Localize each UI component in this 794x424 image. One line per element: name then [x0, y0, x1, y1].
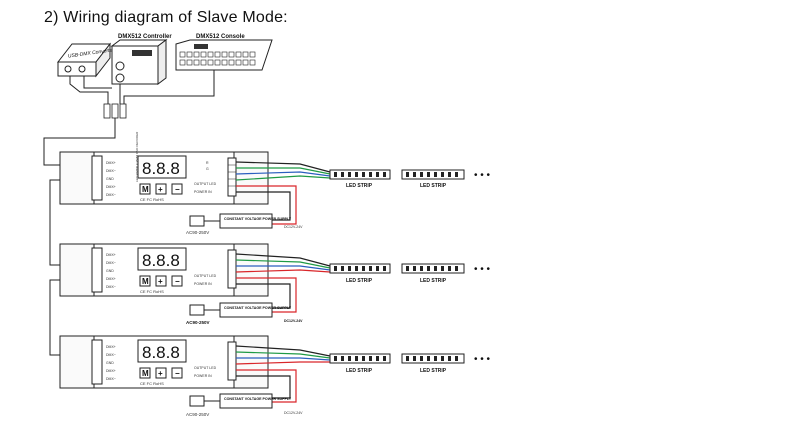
- svg-text:AC90-250V: AC90-250V: [186, 412, 209, 417]
- svg-text:LED STRIP: LED STRIP: [420, 368, 447, 374]
- svg-text:OUTPUT LED: OUTPUT LED: [194, 366, 217, 370]
- svg-text:DMX+: DMX+: [106, 253, 116, 257]
- svg-text:CE FC RoHS: CE FC RoHS: [140, 381, 164, 386]
- decoder-display: 8.8.8: [142, 159, 180, 178]
- svg-text:• • •: • • •: [474, 264, 491, 275]
- console-label: DMX512 Console: [196, 34, 245, 40]
- svg-text:GND: GND: [106, 177, 114, 181]
- svg-text:DMX+: DMX+: [106, 161, 116, 165]
- led-wires-2: [235, 253, 331, 313]
- svg-text:DMX−: DMX−: [106, 261, 116, 265]
- decoder-unit-1: DMX+ DMX− GND DMX+ DMX− LED RGBW & PWM D…: [59, 131, 269, 205]
- svg-text:−: −: [175, 185, 180, 194]
- svg-text:DMX+: DMX+: [106, 369, 116, 373]
- svg-text:DMX−: DMX−: [106, 377, 116, 381]
- led-wires-3: [235, 345, 331, 403]
- ac-plug-3: [189, 395, 205, 407]
- svg-text:DMX+: DMX+: [106, 185, 116, 189]
- svg-text:CE FC RoHS: CE FC RoHS: [140, 197, 164, 202]
- svg-text:G: G: [206, 167, 209, 171]
- plus-button[interactable]: [155, 275, 167, 287]
- svg-text:GND: GND: [106, 361, 114, 365]
- decoder-unit-2: DMX+ DMX− GND DMX+ DMX− 8.8.8 M + − CE F…: [59, 243, 269, 297]
- led-strip-2b: LED STRIP • • •: [401, 263, 491, 284]
- svg-text:LED RGBW & PWM DMX DECODER: LED RGBW & PWM DMX DECODER: [135, 131, 139, 182]
- led-strip-2a: LED STRIP: [329, 263, 391, 284]
- minus-button[interactable]: [171, 183, 183, 195]
- svg-text:DMX+: DMX+: [106, 345, 116, 349]
- svg-text:−: −: [175, 369, 180, 378]
- svg-text:DC12V-24V: DC12V-24V: [284, 225, 303, 229]
- controller-label: DMX512 Controller: [118, 34, 172, 40]
- led-strip-3a: LED STRIP: [329, 353, 391, 374]
- decoder-display: 8.8.8: [142, 251, 180, 270]
- power-supply-2: CONSTANT VOLTAGE POWER SUPPLY AC90-250V …: [186, 302, 303, 325]
- svg-text:LED STRIP: LED STRIP: [346, 278, 373, 284]
- mode-button[interactable]: [139, 183, 151, 195]
- mode-button[interactable]: [139, 275, 151, 287]
- svg-text:CONSTANT VOLTAGE POWER SUPPLY: CONSTANT VOLTAGE POWER SUPPLY: [224, 217, 292, 221]
- xlr-plugs: [103, 103, 127, 119]
- diagram-title: 2) Wiring diagram of Slave Mode:: [44, 9, 288, 26]
- svg-text:POWER IN: POWER IN: [194, 282, 212, 286]
- svg-text:LED STRIP: LED STRIP: [346, 183, 373, 189]
- svg-text:GND: GND: [106, 269, 114, 273]
- svg-text:−: −: [175, 277, 180, 286]
- ac-plug-2: [189, 304, 205, 316]
- plus-button[interactable]: [155, 367, 167, 379]
- svg-text:POWER IN: POWER IN: [194, 190, 212, 194]
- svg-text:CONSTANT VOLTAGE POWER SUPPLY: CONSTANT VOLTAGE POWER SUPPLY: [224, 306, 292, 310]
- svg-text:• • •: • • •: [474, 354, 491, 365]
- svg-text:LED STRIP: LED STRIP: [420, 183, 447, 189]
- minus-button[interactable]: [171, 275, 183, 287]
- svg-text:POWER IN: POWER IN: [194, 374, 212, 378]
- svg-text:LED STRIP: LED STRIP: [420, 278, 447, 284]
- svg-text:AC90-250V: AC90-250V: [186, 320, 210, 325]
- usb-dmx-converter: USB-DMX Converter: [56, 42, 115, 78]
- led-strip-3b: LED STRIP • • •: [401, 353, 491, 374]
- mode-button[interactable]: [139, 367, 151, 379]
- svg-text:CE FC RoHS: CE FC RoHS: [140, 289, 164, 294]
- svg-text:DC12V-24V: DC12V-24V: [284, 319, 303, 323]
- svg-text:+: +: [158, 185, 163, 194]
- minus-button[interactable]: [171, 367, 183, 379]
- svg-text:OUTPUT LED: OUTPUT LED: [194, 182, 217, 186]
- decoder-display: 8.8.8: [142, 343, 180, 362]
- plus-button[interactable]: [155, 183, 167, 195]
- svg-text:DMX−: DMX−: [106, 353, 116, 357]
- svg-text:M: M: [142, 369, 149, 378]
- svg-text:R: R: [206, 161, 209, 165]
- led-strip-1a: LED STRIP: [329, 169, 391, 189]
- decoder-unit-3: DMX+ DMX− GND DMX+ DMX− 8.8.8 M + − CE F…: [59, 335, 269, 389]
- svg-text:+: +: [158, 369, 163, 378]
- svg-text:DMX−: DMX−: [106, 193, 116, 197]
- svg-text:• • •: • • •: [474, 170, 491, 181]
- source-cables: [69, 70, 215, 104]
- svg-text:DMX−: DMX−: [106, 169, 116, 173]
- power-supply-1: CONSTANT VOLTAGE POWER SUPPLY AC90-250V …: [186, 213, 303, 235]
- dmx512-controller: DMX512 Controller: [110, 34, 172, 85]
- led-strip-1b: LED STRIP • • •: [401, 169, 491, 189]
- svg-text:DC12V-24V: DC12V-24V: [284, 411, 303, 415]
- svg-text:CONSTANT VOLTAGE POWER SUPPLY: CONSTANT VOLTAGE POWER SUPPLY: [224, 397, 292, 401]
- svg-text:DMX−: DMX−: [106, 285, 116, 289]
- ac-plug-1: [189, 215, 205, 227]
- svg-text:LED STRIP: LED STRIP: [346, 368, 373, 374]
- svg-text:OUTPUT LED: OUTPUT LED: [194, 274, 217, 278]
- svg-text:+: +: [158, 277, 163, 286]
- svg-text:M: M: [142, 277, 149, 286]
- power-supply-3: CONSTANT VOLTAGE POWER SUPPLY AC90-250V …: [186, 393, 303, 417]
- svg-text:AC90-250V: AC90-250V: [186, 230, 209, 235]
- led-wires-1: [235, 161, 331, 225]
- svg-text:DMX+: DMX+: [106, 277, 116, 281]
- svg-text:M: M: [142, 185, 149, 194]
- dmx512-console: DMX512 Console: [175, 34, 273, 71]
